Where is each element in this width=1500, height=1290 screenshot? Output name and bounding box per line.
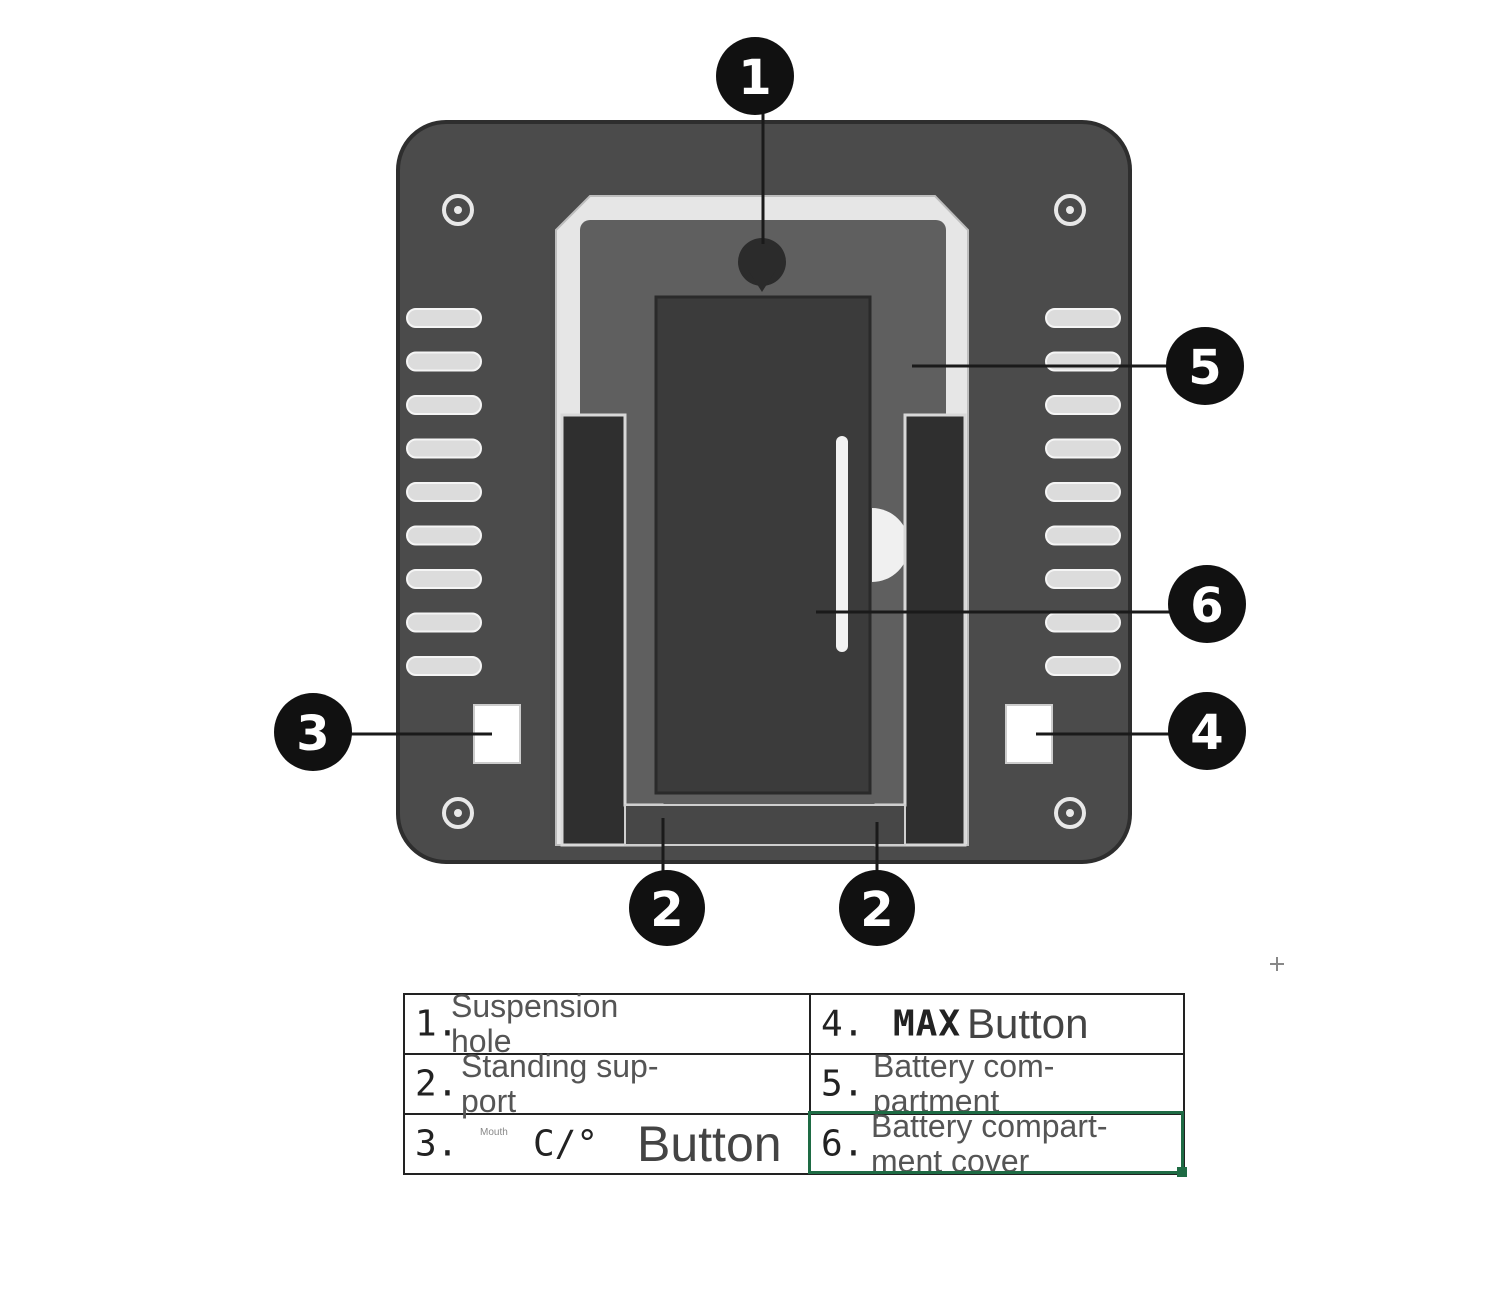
legend-row-3: 3. Mouth C/° Button 6. Battery compart-m… [403, 1109, 1185, 1179]
legend-table: 1. Suspension hole 4. MAX Button 2. Stan… [403, 989, 1185, 1179]
vent-slot-left-5 [406, 482, 482, 502]
vent-slot-left-9 [406, 656, 482, 676]
legend-label-max-button: Button [967, 1000, 1089, 1047]
vent-slot-left-3 [406, 395, 482, 415]
leader-lines [350, 105, 1172, 872]
callout-1-number: 1 [738, 50, 771, 106]
support-bottom-bar [624, 804, 906, 846]
legend-tiny-text: Mouth [480, 1127, 508, 1138]
legend-cell-1: 1. Suspension hole [403, 989, 811, 1059]
vent-slot-right-4 [1045, 438, 1121, 459]
vent-slot-left-4 [406, 438, 482, 459]
callout-2b: 2 [839, 870, 915, 946]
legend-num-5: 5. [821, 1063, 865, 1105]
legend-cell-2: 2. Standing sup-port [403, 1049, 811, 1119]
legend-cell-5: 5. Battery com-partment [809, 1049, 1185, 1119]
vent-slot-right-2 [1045, 351, 1121, 372]
screw-bottom-right [1054, 797, 1086, 829]
legend-row-2: 2. Standing sup-port 5. Battery com-part… [403, 1049, 1185, 1119]
legend-cell-4: 4. MAX Button [809, 993, 1185, 1055]
battery-latch-tab [872, 508, 909, 582]
callout-6: 6 [1168, 565, 1246, 643]
vent-slot-right-5 [1045, 482, 1121, 502]
vent-slot-left-1 [406, 308, 482, 328]
vent-slot-right-7 [1045, 569, 1121, 589]
legend-num-4: 4. [821, 1003, 865, 1045]
legend-label-battery-cover: Battery compart-ment cover [871, 1108, 1108, 1179]
vent-slot-left-8 [406, 612, 482, 633]
callout-3: 3 [274, 693, 352, 771]
c-f-button [473, 704, 521, 764]
vent-slot-left-2 [406, 351, 482, 372]
vent-slot-left-7 [406, 569, 482, 589]
vent-slot-right-6 [1045, 525, 1121, 546]
callout-5: 5 [1166, 327, 1244, 405]
legend-max-word: MAX [893, 1003, 962, 1045]
callout-4: 4 [1168, 692, 1246, 770]
callout-4-number: 4 [1190, 705, 1223, 761]
legend-label-standing-support: Standing sup-port [461, 1048, 659, 1119]
screw-bottom-left [442, 797, 474, 829]
battery-compartment-cover [654, 295, 872, 795]
move-cursor-icon [1270, 957, 1284, 971]
battery-latch-slot [836, 436, 848, 652]
callout-6-number: 6 [1190, 578, 1223, 634]
legend-cell-3: 3. Mouth C/° Button [403, 1113, 811, 1175]
vent-slot-right-9 [1045, 656, 1121, 676]
vent-slot-right-8 [1045, 612, 1121, 633]
callout-5-number: 5 [1188, 340, 1221, 396]
callout-3-number: 3 [296, 706, 329, 762]
legend-num-1: 1. [415, 1003, 459, 1045]
callout-2a: 2 [629, 870, 705, 946]
cell-selection-handle[interactable] [1177, 1167, 1187, 1177]
screws [442, 194, 1086, 829]
callout-2a-number: 2 [650, 882, 683, 938]
legend-cell-6: 6. Battery compart-ment cover [809, 1109, 1185, 1179]
vent-slot-right-1 [1045, 308, 1121, 328]
legend-row-1: 1. Suspension hole 4. MAX Button [403, 989, 1185, 1059]
suspension-hole [738, 238, 786, 292]
vent-slot-right-3 [1045, 395, 1121, 415]
callout-1: 1 [716, 37, 794, 115]
legend-label-suspension-hole: Suspension hole [451, 988, 619, 1059]
vent-slot-left-6 [406, 525, 482, 546]
screw-top-right [1054, 194, 1086, 226]
legend-num-6: 6. [821, 1123, 865, 1165]
legend-num-3: 3. [415, 1123, 459, 1165]
callout-2b-number: 2 [860, 882, 893, 938]
vent-slots-right [1045, 308, 1121, 676]
screw-top-left [442, 194, 474, 226]
legend-cf-symbol: C/° [533, 1123, 599, 1165]
legend-label-battery-compartment: Battery com-partment [873, 1048, 1055, 1119]
legend-num-2: 2. [415, 1063, 459, 1105]
legend-label-cf-button: Button [637, 1116, 782, 1172]
vent-slots-left [406, 308, 482, 676]
